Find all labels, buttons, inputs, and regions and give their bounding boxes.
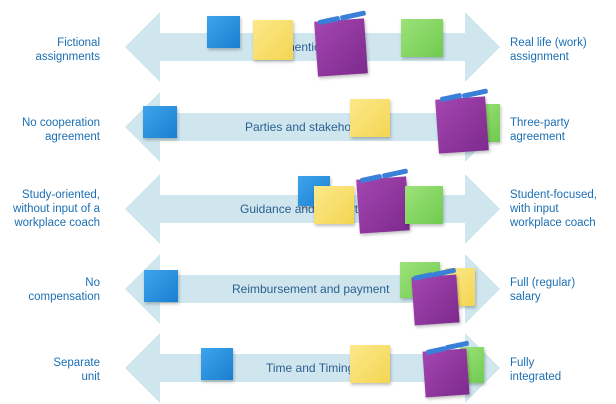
sticky-note-purple: [411, 274, 460, 326]
row-3-left-label: Study-oriented, without input of a workp…: [13, 189, 100, 229]
sticky-note-purple: [435, 96, 489, 154]
row-4-left-label: No compensation: [28, 277, 100, 303]
row-3-right-label: Student-focused, with input workplace co…: [510, 189, 597, 229]
sticky-note-yellow: [314, 186, 354, 224]
sticky-note-purple: [422, 348, 470, 398]
sticky-note-purple: [356, 176, 410, 234]
row-2-center-label: Parties and stakeholders: [245, 120, 378, 134]
sticky-note-blue: [143, 106, 177, 138]
sticky-note-yellow: [350, 99, 390, 137]
sticky-note-yellow: [350, 345, 390, 383]
sticky-note-purple: [314, 18, 368, 77]
row-4-right-label: Full (regular) salary: [510, 277, 576, 303]
row-5-left-label: Separate unit: [53, 357, 100, 383]
row-1-right-label: Real life (work) assignment: [510, 37, 587, 63]
sticky-note-green: [405, 186, 443, 224]
sticky-note-blue: [207, 16, 240, 48]
sticky-note-yellow: [253, 20, 293, 60]
sticky-note-blue: [144, 270, 178, 302]
sticky-note-green: [401, 19, 443, 57]
row-5-center-label: Time and Timing: [266, 361, 355, 375]
row-5-right-label: Fully integrated: [510, 357, 562, 383]
sticky-note-blue: [201, 348, 233, 380]
row-2-left-label: No cooperation agreement: [22, 117, 100, 143]
row-1-left-label: Fictional assignments: [35, 37, 100, 63]
row-4-center-label: Reimbursement and payment: [232, 282, 390, 296]
row-2-right-label: Three-party agreement: [510, 117, 570, 143]
